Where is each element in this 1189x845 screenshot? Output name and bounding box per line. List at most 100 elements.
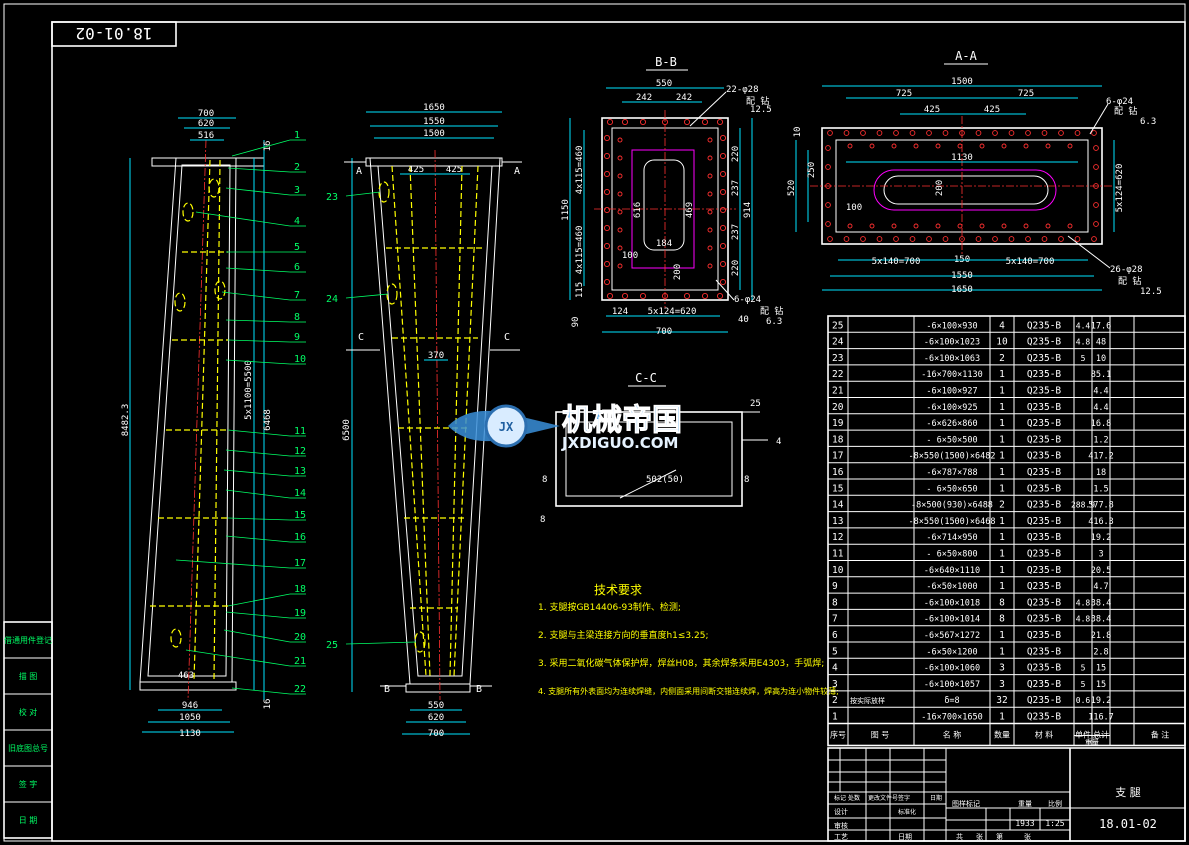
tb-label-date: 日期	[930, 794, 942, 802]
bb-holes-note-2: 6-φ24	[734, 295, 761, 305]
bolt-hole	[827, 130, 833, 136]
bom-row-no: 4	[832, 663, 838, 674]
tb-label-mark: 标记	[834, 794, 846, 802]
bolt-hole	[603, 224, 611, 232]
bolt-hole	[1001, 223, 1007, 229]
bom-row-no: 15	[832, 483, 843, 494]
tb-label-date-2: 日期	[898, 833, 912, 841]
section-bb-title: B-B	[655, 55, 677, 69]
watermark-cn: 机械帝国	[562, 403, 682, 438]
bolt-hole	[893, 130, 899, 136]
bolt-hole	[926, 130, 932, 136]
bb-rough-1: 12.5	[750, 105, 772, 115]
aa-holes-note-2: 26-φ28	[1110, 265, 1143, 275]
left-dim-8482: 8482.3	[121, 404, 131, 437]
bolt-hole	[975, 130, 982, 136]
bom-row-spec: δ=8	[944, 696, 959, 706]
bom-row-total-weight: 15	[1096, 680, 1106, 690]
bom-row-no: 14	[832, 500, 844, 511]
bolt-hole	[716, 118, 724, 126]
bom-row-qty: 1	[999, 483, 1005, 494]
bolt-hole	[847, 143, 853, 149]
bolt-hole	[959, 236, 965, 242]
bolt-hole	[825, 145, 831, 151]
aa-rough-1: 6.3	[1140, 117, 1156, 127]
bolt-hole	[707, 191, 713, 197]
mid-dim-425-left: 425	[408, 165, 424, 175]
bom-row-qty: 8	[999, 614, 1005, 625]
bolt-hole	[860, 130, 866, 136]
title-scale: 1:25	[1045, 819, 1064, 828]
bom-header-remark: 备 注	[1151, 730, 1170, 740]
bom-row-spec: -6×640×1110	[924, 566, 980, 576]
aa-dim-5x140-left: 5x140=700	[872, 257, 921, 267]
bom-row-total-weight: 15	[1096, 664, 1106, 674]
bolt-hole	[1008, 130, 1015, 136]
bom-row-spec: -8×500(930)×6488	[911, 501, 993, 511]
bb-holes-note-1: 22-φ28	[726, 85, 759, 95]
bb-dim-200: 200	[673, 264, 683, 280]
callout-6: 6	[294, 262, 300, 273]
callout-13: 13	[294, 466, 306, 477]
bom-row-no: 9	[832, 581, 838, 592]
bolt-hole	[617, 137, 623, 143]
bolt-hole	[935, 223, 941, 229]
bolt-hole	[979, 223, 985, 229]
bolt-hole	[661, 118, 669, 126]
bolt-hole	[603, 134, 611, 142]
bom-header-name: 名 称	[943, 730, 962, 740]
bom-row-total-weight: 16.8	[1091, 419, 1111, 429]
left-dim-700: 700	[198, 109, 214, 119]
tb-label-sign: 签字	[898, 794, 910, 802]
bolt-hole	[825, 221, 831, 227]
mid-dim-6500: 6500	[342, 419, 352, 441]
mid-dim-1550: 1550	[423, 117, 445, 127]
bom-row-qty: 1	[999, 565, 1005, 576]
bom-row-spec: -8×550(1500)×6468	[909, 517, 996, 527]
bom-row-spec: -6×100×1057	[924, 680, 980, 690]
left-strip-label-0: 借通用件登记	[4, 635, 52, 645]
callout-24: 24	[326, 294, 338, 305]
bolt-hole	[1093, 202, 1099, 208]
bom-row-total-weight: 21.8	[1091, 631, 1111, 641]
bolt-hole	[701, 118, 709, 126]
bolt-hole	[707, 137, 713, 143]
bolt-hole	[1091, 236, 1097, 242]
bolt-hole	[606, 118, 614, 126]
scale-label: 比例	[1048, 799, 1062, 808]
bom-row-total-weight: 4.4	[1093, 403, 1108, 413]
bom-row-qty: 1	[999, 581, 1005, 592]
bom-row-total-weight: 416.3	[1088, 517, 1114, 527]
bom-row-total-weight: 85.1	[1091, 370, 1111, 380]
aa-dim-100: 100	[846, 203, 862, 213]
bolt-hole	[716, 292, 724, 300]
bom-row-material: Q235-B	[1027, 386, 1062, 397]
aa-dim-425-right: 425	[984, 105, 1000, 115]
left-dim-1130: 1130	[179, 729, 201, 739]
stage-label: 图样标记	[952, 799, 980, 808]
bom-row-qty: 1	[999, 386, 1005, 397]
bom-row-material: Q235-B	[1027, 500, 1062, 511]
bom-row-qty: 3	[999, 679, 1005, 690]
bom-row-material: Q235-B	[1027, 532, 1062, 543]
aa-dim-725-right: 725	[1018, 89, 1034, 99]
bolt-hole	[1074, 236, 1081, 242]
bom-row-material: Q235-B	[1027, 434, 1062, 445]
bom-row-material: Q235-B	[1027, 369, 1062, 380]
bolt-hole	[869, 143, 875, 149]
callout-23: 23	[326, 192, 338, 203]
left-dim-946: 946	[182, 701, 198, 711]
bb-dim-914: 914	[743, 202, 753, 218]
tech-req-title: 技术要求	[594, 583, 642, 597]
bom-row-qty: 1	[999, 549, 1005, 560]
bom-row-material: Q235-B	[1027, 712, 1062, 723]
section-mark-c-right: C	[504, 332, 510, 343]
bb-dim-237-top: 237	[731, 180, 741, 196]
bolt-hole	[621, 292, 629, 300]
bolt-hole	[1074, 130, 1081, 136]
bolt-hole	[1091, 130, 1097, 136]
bom-row-material: Q235-B	[1027, 418, 1062, 429]
bolt-hole	[1058, 236, 1064, 242]
